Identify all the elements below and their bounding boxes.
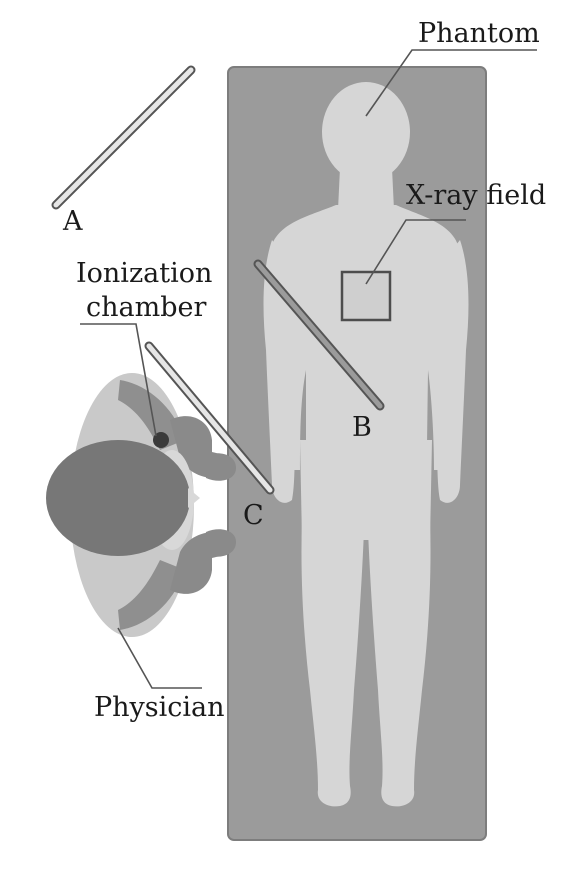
- label-phantom: Phantom: [418, 18, 540, 49]
- label-ionization: Ionization: [76, 258, 212, 289]
- label-xray-field: X-ray field: [406, 180, 546, 211]
- xray-field-square: [340, 270, 392, 322]
- xray-field-leader-line: [365, 219, 466, 285]
- label-position-c: C: [243, 500, 264, 531]
- ionization-chamber-dot: [153, 432, 169, 448]
- shield-a: [51, 65, 196, 210]
- shield-b: [253, 259, 385, 411]
- label-physician: Physician: [94, 692, 225, 723]
- label-position-a: A: [62, 206, 83, 237]
- phantom-leader-line: [365, 49, 537, 117]
- shield-c: [144, 341, 275, 495]
- ionization-leader-line: [80, 323, 157, 437]
- phantom-silhouette: [263, 82, 469, 807]
- physician-leader-line: [117, 627, 202, 689]
- label-chamber: chamber: [86, 292, 206, 323]
- label-position-b: B: [352, 412, 372, 443]
